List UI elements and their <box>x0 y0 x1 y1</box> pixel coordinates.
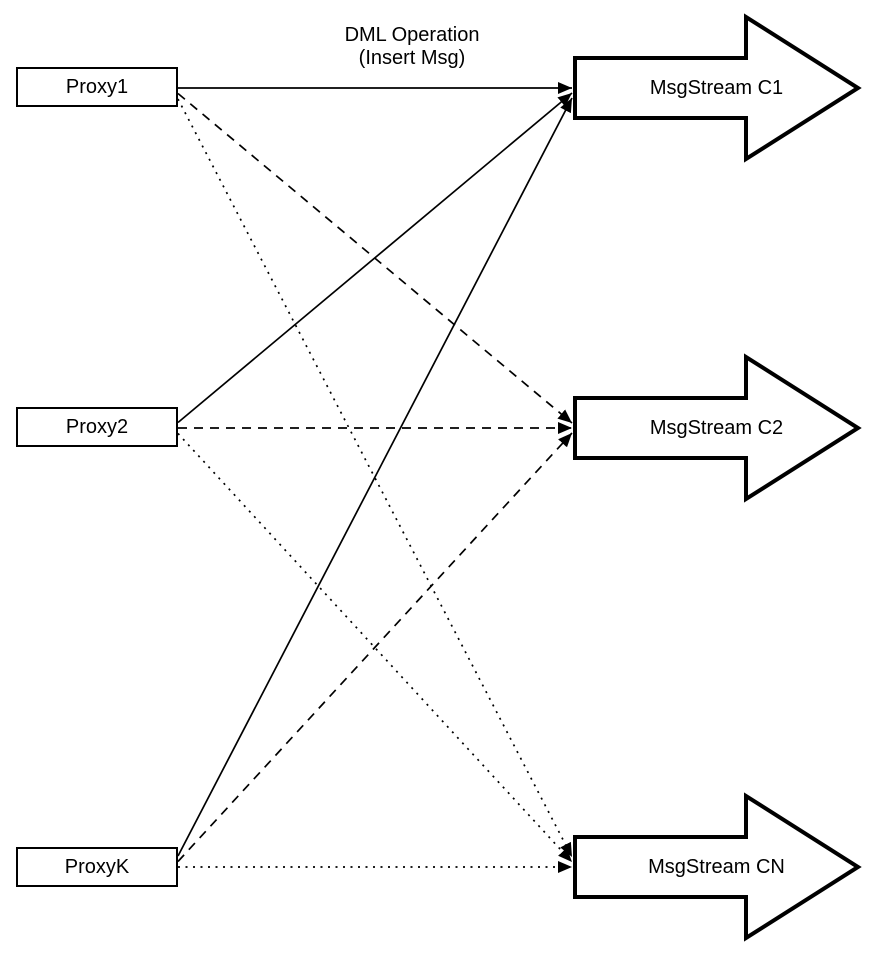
node-proxyk-label: ProxyK <box>64 855 130 878</box>
node-proxy2: Proxy2 <box>16 407 178 447</box>
node-proxy1-label: Proxy1 <box>65 75 129 98</box>
block-arrow-right-icon <box>573 353 862 503</box>
connector-proxyk-to-stream-c2-dashed <box>177 432 573 863</box>
node-stream-cn-arrow-shape <box>573 792 862 942</box>
edge-label-dml-operation: DML Operation (Insert Msg) <box>262 24 562 70</box>
node-proxyk: ProxyK <box>16 847 178 887</box>
node-proxy1: Proxy1 <box>16 67 178 107</box>
connector-proxyk-to-stream-c1-solid <box>177 97 573 857</box>
node-stream-cn-label: MsgStream CN <box>648 856 785 878</box>
edge-label-line2: (Insert Msg) <box>358 47 466 69</box>
node-stream-c1-arrow-shape <box>573 13 862 163</box>
node-stream-c2-label: MsgStream C2 <box>649 417 784 439</box>
connector-proxy1-to-stream-c2-dashed <box>177 92 573 424</box>
block-arrow-right-icon <box>573 792 862 942</box>
node-stream-c1-label: MsgStream C1 <box>649 77 784 99</box>
node-stream-c2-arrow-shape <box>573 353 862 503</box>
connector-group <box>177 82 573 873</box>
block-arrow-right-icon <box>573 13 862 163</box>
node-proxy2-label: Proxy2 <box>65 415 129 438</box>
edge-label-line1: DML Operation <box>344 24 480 46</box>
